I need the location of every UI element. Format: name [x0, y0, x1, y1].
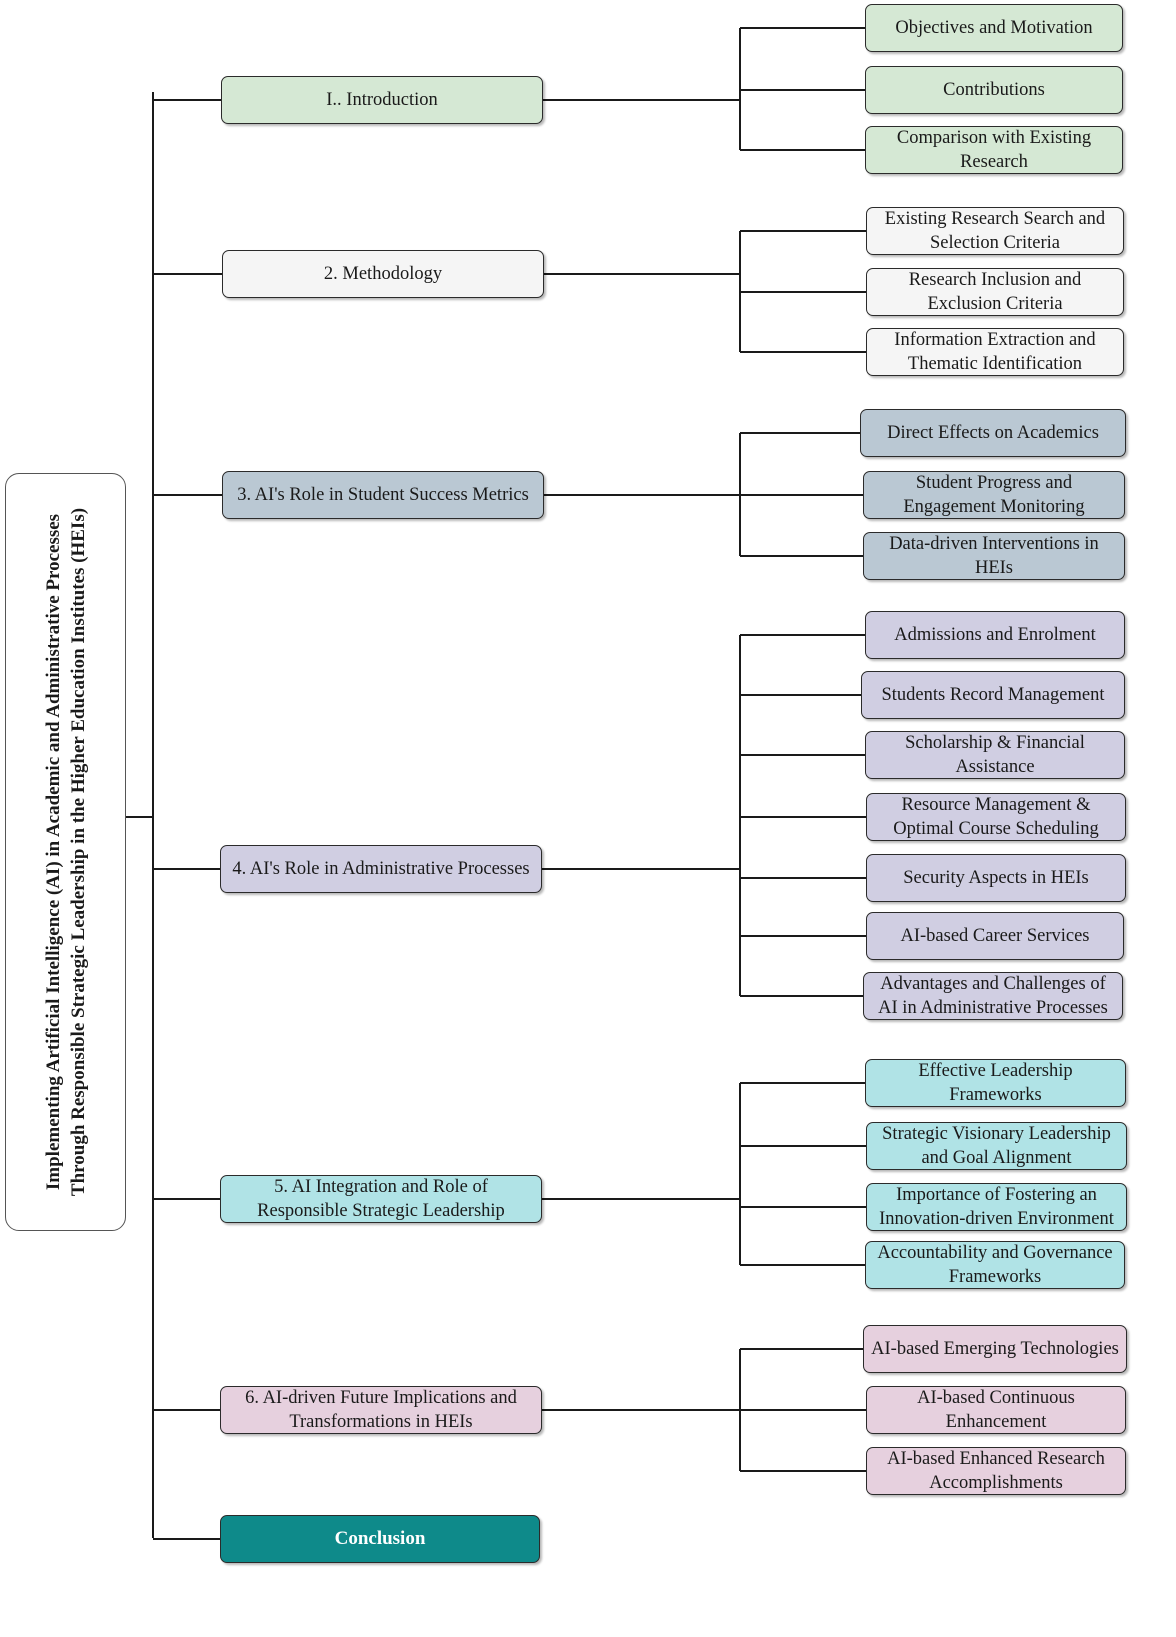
section-4-subtopic-3-box-label: Scholarship & Financial Assistance [905, 733, 1085, 777]
section-4-subtopic-6-box-label: AI-based Career Services [900, 926, 1090, 946]
section-6-subtopic-3-box-label: AI-based Enhanced Research Accomplishmen… [887, 1449, 1105, 1493]
section-2-subtopic-1-box-label: Existing Research Search and Selection C… [884, 209, 1106, 253]
section-1-subtopic-1-box-label: Objectives and Motivation [895, 18, 1093, 38]
section-6-subtopic-2-box-label: AI-based Continuous Enhancement [917, 1388, 1075, 1432]
section-4-subtopic-5-box-label: Security Aspects in HEIs [903, 868, 1089, 888]
section-2-box-label: 2. Methodology [323, 264, 443, 284]
section-1-subtopic-3-box-label: Comparison with Existing Research [896, 128, 1092, 172]
section-4-subtopic-1-box: Admissions and Enrolment [865, 611, 1125, 659]
section-1-box-label: I.. Introduction [326, 90, 438, 110]
section-6-subtopic-2-box: AI-based Continuous Enhancement [866, 1386, 1126, 1434]
section-5-subtopic-2-box-label: Strategic Visionary Leadership and Goal … [882, 1124, 1111, 1168]
section-2-subtopic-2-box: Research Inclusion and Exclusion Criteri… [866, 268, 1124, 316]
section-4-subtopic-4-box-label: Resource Management & Optimal Course Sch… [893, 795, 1099, 839]
section-5-subtopic-1-box: Effective Leadership Frameworks [865, 1059, 1126, 1107]
section-5-subtopic-2-box: Strategic Visionary Leadership and Goal … [866, 1122, 1127, 1170]
section-4-subtopic-7-box: Advantages and Challenges of AI in Admin… [863, 972, 1123, 1020]
section-1-subtopic-1-box: Objectives and Motivation [865, 4, 1123, 52]
section-5-subtopic-4-box: Accountability and Governance Frameworks [865, 1241, 1125, 1289]
section-2-subtopic-3-box: Information Extraction and Thematic Iden… [866, 328, 1124, 376]
section-1-subtopic-3-box: Comparison with Existing Research [865, 126, 1123, 174]
section-5-subtopic-3-box-label: Importance of Fostering an Innovation-dr… [879, 1185, 1114, 1229]
conclusion-box-label: Conclusion [334, 1528, 426, 1549]
section-4-subtopic-1-box-label: Admissions and Enrolment [894, 625, 1096, 645]
section-4-subtopic-7-box-label: Advantages and Challenges of AI in Admin… [878, 974, 1108, 1018]
section-3-subtopic-3-box-label: Data-driven Interventions in HEIs [889, 534, 1099, 578]
root-topic-box: Implementing Artificial Intelligence (AI… [5, 473, 126, 1231]
section-4-subtopic-3-box: Scholarship & Financial Assistance [865, 731, 1125, 779]
section-2-subtopic-1-box: Existing Research Search and Selection C… [866, 207, 1124, 255]
section-5-subtopic-3-box: Importance of Fostering an Innovation-dr… [866, 1183, 1127, 1231]
section-2-subtopic-2-box-label: Research Inclusion and Exclusion Criteri… [908, 270, 1082, 314]
section-4-subtopic-5-box: Security Aspects in HEIs [866, 854, 1126, 902]
section-4-subtopic-6-box: AI-based Career Services [866, 912, 1124, 960]
section-3-box: 3. AI's Role in Student Success Metrics [222, 471, 544, 519]
section-4-box: 4. AI's Role in Administrative Processes [220, 845, 542, 893]
section-4-box-label: 4. AI's Role in Administrative Processes [232, 859, 530, 879]
section-5-subtopic-4-box-label: Accountability and Governance Frameworks [877, 1243, 1113, 1287]
section-4-subtopic-2-box: Students Record Management [861, 671, 1125, 719]
section-3-subtopic-1-box-label: Direct Effects on Academics [887, 423, 1099, 443]
section-6-subtopic-1-box: AI-based Emerging Technologies [863, 1325, 1127, 1373]
section-1-subtopic-2-box: Contributions [865, 66, 1123, 114]
section-3-subtopic-3-box: Data-driven Interventions in HEIs [863, 532, 1125, 580]
section-5-box-label: 5. AI Integration and Role of Responsibl… [257, 1177, 505, 1221]
section-1-subtopic-2-box-label: Contributions [943, 80, 1045, 100]
section-2-subtopic-3-box-label: Information Extraction and Thematic Iden… [894, 330, 1096, 374]
section-6-subtopic-1-box-label: AI-based Emerging Technologies [871, 1339, 1119, 1359]
section-2-box: 2. Methodology [222, 250, 544, 298]
section-3-subtopic-1-box: Direct Effects on Academics [860, 409, 1126, 457]
section-6-box: 6. AI-driven Future Implications and Tra… [220, 1386, 542, 1434]
section-6-subtopic-3-box: AI-based Enhanced Research Accomplishmen… [866, 1447, 1126, 1495]
root-topic-title: Implementing Artificial Intelligence (AI… [42, 507, 89, 1197]
section-1-box: I.. Introduction [221, 76, 543, 124]
section-3-box-label: 3. AI's Role in Student Success Metrics [237, 485, 529, 505]
section-5-box: 5. AI Integration and Role of Responsibl… [220, 1175, 542, 1223]
section-3-subtopic-2-box-label: Student Progress and Engagement Monitori… [903, 473, 1085, 517]
section-5-subtopic-1-box-label: Effective Leadership Frameworks [918, 1061, 1073, 1105]
conclusion-box: Conclusion [220, 1515, 540, 1563]
section-3-subtopic-2-box: Student Progress and Engagement Monitori… [863, 471, 1125, 519]
section-4-subtopic-2-box-label: Students Record Management [881, 685, 1105, 705]
section-6-box-label: 6. AI-driven Future Implications and Tra… [245, 1388, 517, 1432]
section-4-subtopic-4-box: Resource Management & Optimal Course Sch… [866, 793, 1126, 841]
